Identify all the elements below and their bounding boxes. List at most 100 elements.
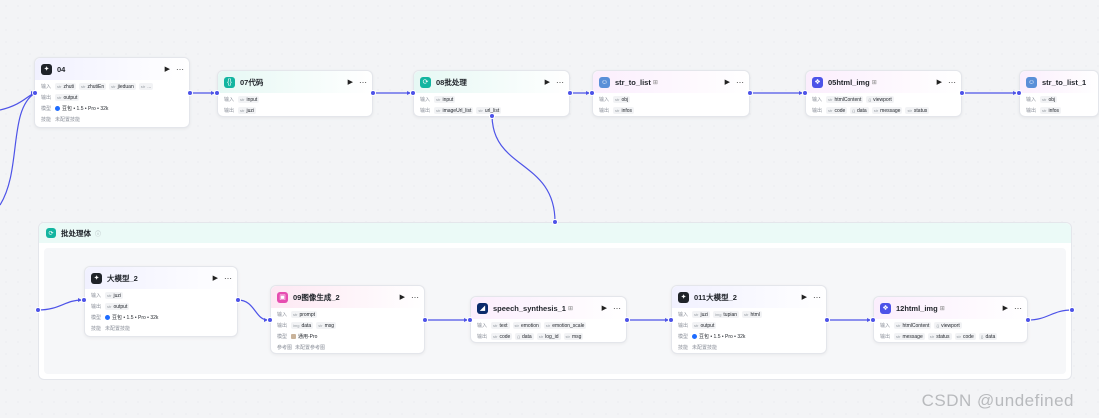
port-04-out[interactable]: [187, 90, 193, 96]
more-menu-button[interactable]: ⋯: [1014, 303, 1022, 313]
port-12-out[interactable]: [1025, 317, 1031, 323]
port-09-in[interactable]: [267, 317, 273, 323]
node-header[interactable]: ✦ 大模型_2 ▶ ⋯: [85, 267, 237, 289]
run-button[interactable]: ▶: [724, 79, 730, 86]
output-tag: {}data: [850, 107, 869, 114]
input-tag: {}viewport: [866, 96, 894, 103]
edge-left-loop: [0, 92, 36, 206]
more-menu-button[interactable]: ⋯: [736, 77, 744, 87]
more-menu-button[interactable]: ⋯: [948, 77, 956, 87]
more-menu-button[interactable]: ⋯: [359, 77, 367, 87]
port-m2-out[interactable]: [235, 297, 241, 303]
run-button[interactable]: ▶: [212, 275, 218, 282]
port-04-in[interactable]: [32, 90, 38, 96]
port-s2-in[interactable]: [1016, 90, 1022, 96]
edge-08-group: [491, 114, 556, 223]
node-title: 04: [57, 64, 66, 74]
node-header[interactable]: ✦ 04 ▶ ⋯: [35, 58, 189, 80]
port-05-in[interactable]: [802, 90, 808, 96]
port-08-out[interactable]: [567, 90, 573, 96]
more-menu-button[interactable]: ⋯: [176, 64, 184, 74]
loop-icon: ⟳: [46, 228, 56, 238]
port-s1-in[interactable]: [589, 90, 595, 96]
node-header[interactable]: ❖ 05html_img ⊞ ▶ ⋯: [806, 71, 961, 93]
run-button[interactable]: ▶: [801, 294, 807, 301]
port-m2-in[interactable]: [81, 297, 87, 303]
run-button[interactable]: ▶: [347, 79, 353, 86]
port-011-out[interactable]: [824, 317, 830, 323]
info-icon[interactable]: ⓘ: [95, 231, 102, 238]
port-07-in[interactable]: [214, 90, 220, 96]
node-header[interactable]: ✦ 011大模型_2 ▶ ⋯: [672, 286, 826, 308]
port-group-right[interactable]: [1069, 307, 1075, 313]
plugin-badge-icon: ⊞: [871, 79, 877, 86]
plugin-badge-icon: ⊞: [567, 305, 573, 312]
port-08-in[interactable]: [410, 90, 416, 96]
run-button[interactable]: ▶: [1002, 305, 1008, 312]
waveform-icon: ◢: [477, 302, 488, 314]
group-header[interactable]: ⟳ 批处理体 ⓘ: [39, 223, 1071, 243]
more-menu-button[interactable]: ⋯: [613, 303, 621, 313]
run-button[interactable]: ▶: [936, 79, 942, 86]
run-button[interactable]: ▶: [399, 294, 405, 301]
node-header[interactable]: ☺ str_to_list ⊞ ▶ ⋯: [593, 71, 749, 93]
port-07-out[interactable]: [370, 90, 376, 96]
run-button[interactable]: ▶: [544, 79, 550, 86]
node-header[interactable]: ▣ 09图像生成_2 ▶ ⋯: [271, 286, 424, 308]
port-sp-out[interactable]: [624, 317, 630, 323]
more-menu-button[interactable]: ⋯: [813, 292, 821, 302]
port-08-loop-out[interactable]: [489, 113, 495, 119]
port-s1-out[interactable]: [747, 90, 753, 96]
port-sp-in[interactable]: [467, 317, 473, 323]
run-button[interactable]: ▶: [164, 66, 170, 73]
port-12-in[interactable]: [870, 317, 876, 323]
node-title: 12html_img: [896, 303, 938, 313]
more-menu-button[interactable]: ⋯: [224, 273, 232, 283]
node-header[interactable]: {} 07代码 ▶ ⋯: [218, 71, 372, 93]
port-group-in[interactable]: [552, 219, 558, 225]
more-menu-button[interactable]: ⋯: [556, 77, 564, 87]
image-gen-icon: ▣: [277, 291, 288, 303]
node-header[interactable]: ☺ str_to_list_1: [1020, 71, 1098, 93]
port-011-in[interactable]: [668, 317, 674, 323]
model-row: 模型 豆包 • 1.5 • Pro • 32k: [678, 334, 746, 340]
node-header[interactable]: ⟳ 08批处理 ▶ ⋯: [414, 71, 569, 93]
run-button[interactable]: ▶: [601, 305, 607, 312]
port-group-left[interactable]: [35, 307, 41, 313]
node-header[interactable]: ❖ 12html_img ⊞ ▶ ⋯: [874, 297, 1027, 319]
edge-left-in: [0, 92, 36, 111]
port-09-out[interactable]: [422, 317, 428, 323]
more-menu-button[interactable]: ⋯: [411, 292, 419, 302]
node-title: 08批处理: [436, 77, 467, 87]
node-header[interactable]: ◢ speech_synthesis_1 ⊞ ▶ ⋯: [471, 297, 626, 319]
port-05-out[interactable]: [959, 90, 965, 96]
